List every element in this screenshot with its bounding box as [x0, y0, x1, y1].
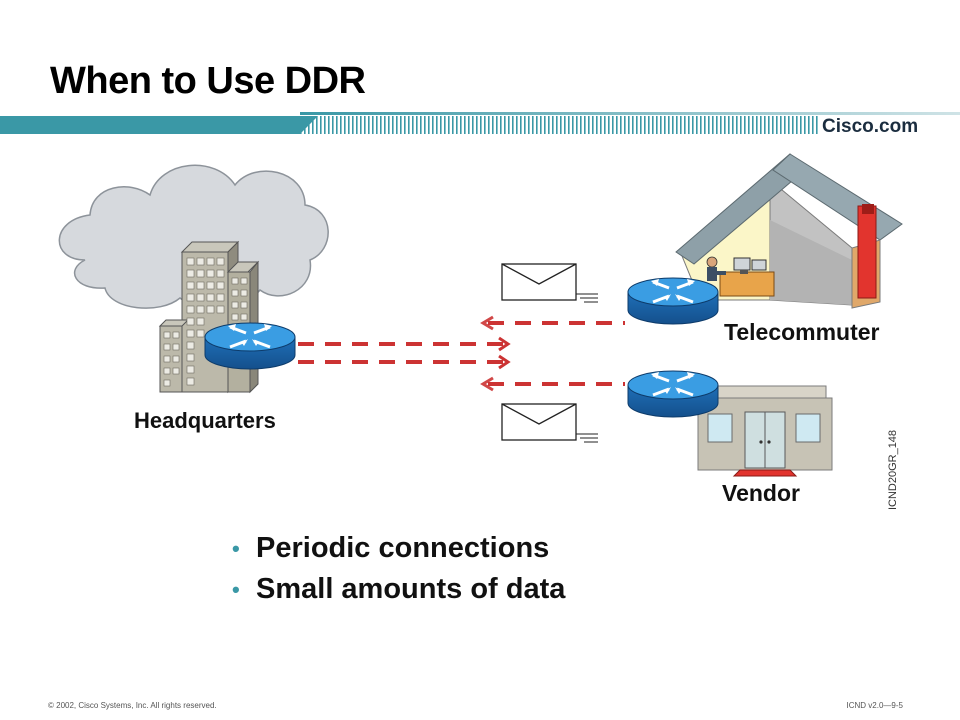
store-icon — [697, 385, 833, 477]
slide-title: When to Use DDR — [50, 60, 366, 102]
bullet-item: •Periodic connections — [232, 528, 565, 569]
envelope-icon — [501, 403, 599, 443]
cloud-shape — [58, 164, 329, 311]
figure-id-label: ICND20GR_148 — [887, 429, 899, 511]
house-icon — [675, 153, 903, 309]
vendor-label: Vendor — [722, 480, 800, 506]
bullet-list: •Periodic connections •Small amounts of … — [232, 528, 565, 610]
bullet-icon: • — [232, 536, 240, 561]
link-arrowheads — [480, 315, 511, 392]
vendor-router-icon — [626, 369, 720, 419]
course-footer: ICND v2.0—9-5 — [846, 701, 903, 710]
envelope-icon — [501, 263, 599, 303]
ddr-diagram — [58, 153, 903, 477]
telecommuter-label: Telecommuter — [724, 319, 880, 345]
cisco-logo: Cisco.com — [822, 116, 919, 137]
hq-router-icon — [203, 321, 297, 371]
ddr-links — [298, 321, 625, 386]
copyright-footer: © 2002, Cisco Systems, Inc. All rights r… — [48, 701, 217, 710]
headquarters-label: Headquarters — [134, 408, 276, 433]
title-banner — [0, 112, 960, 134]
bullet-item: •Small amounts of data — [232, 569, 565, 610]
bullet-icon: • — [232, 577, 240, 602]
telecommuter-router-icon — [626, 276, 720, 326]
